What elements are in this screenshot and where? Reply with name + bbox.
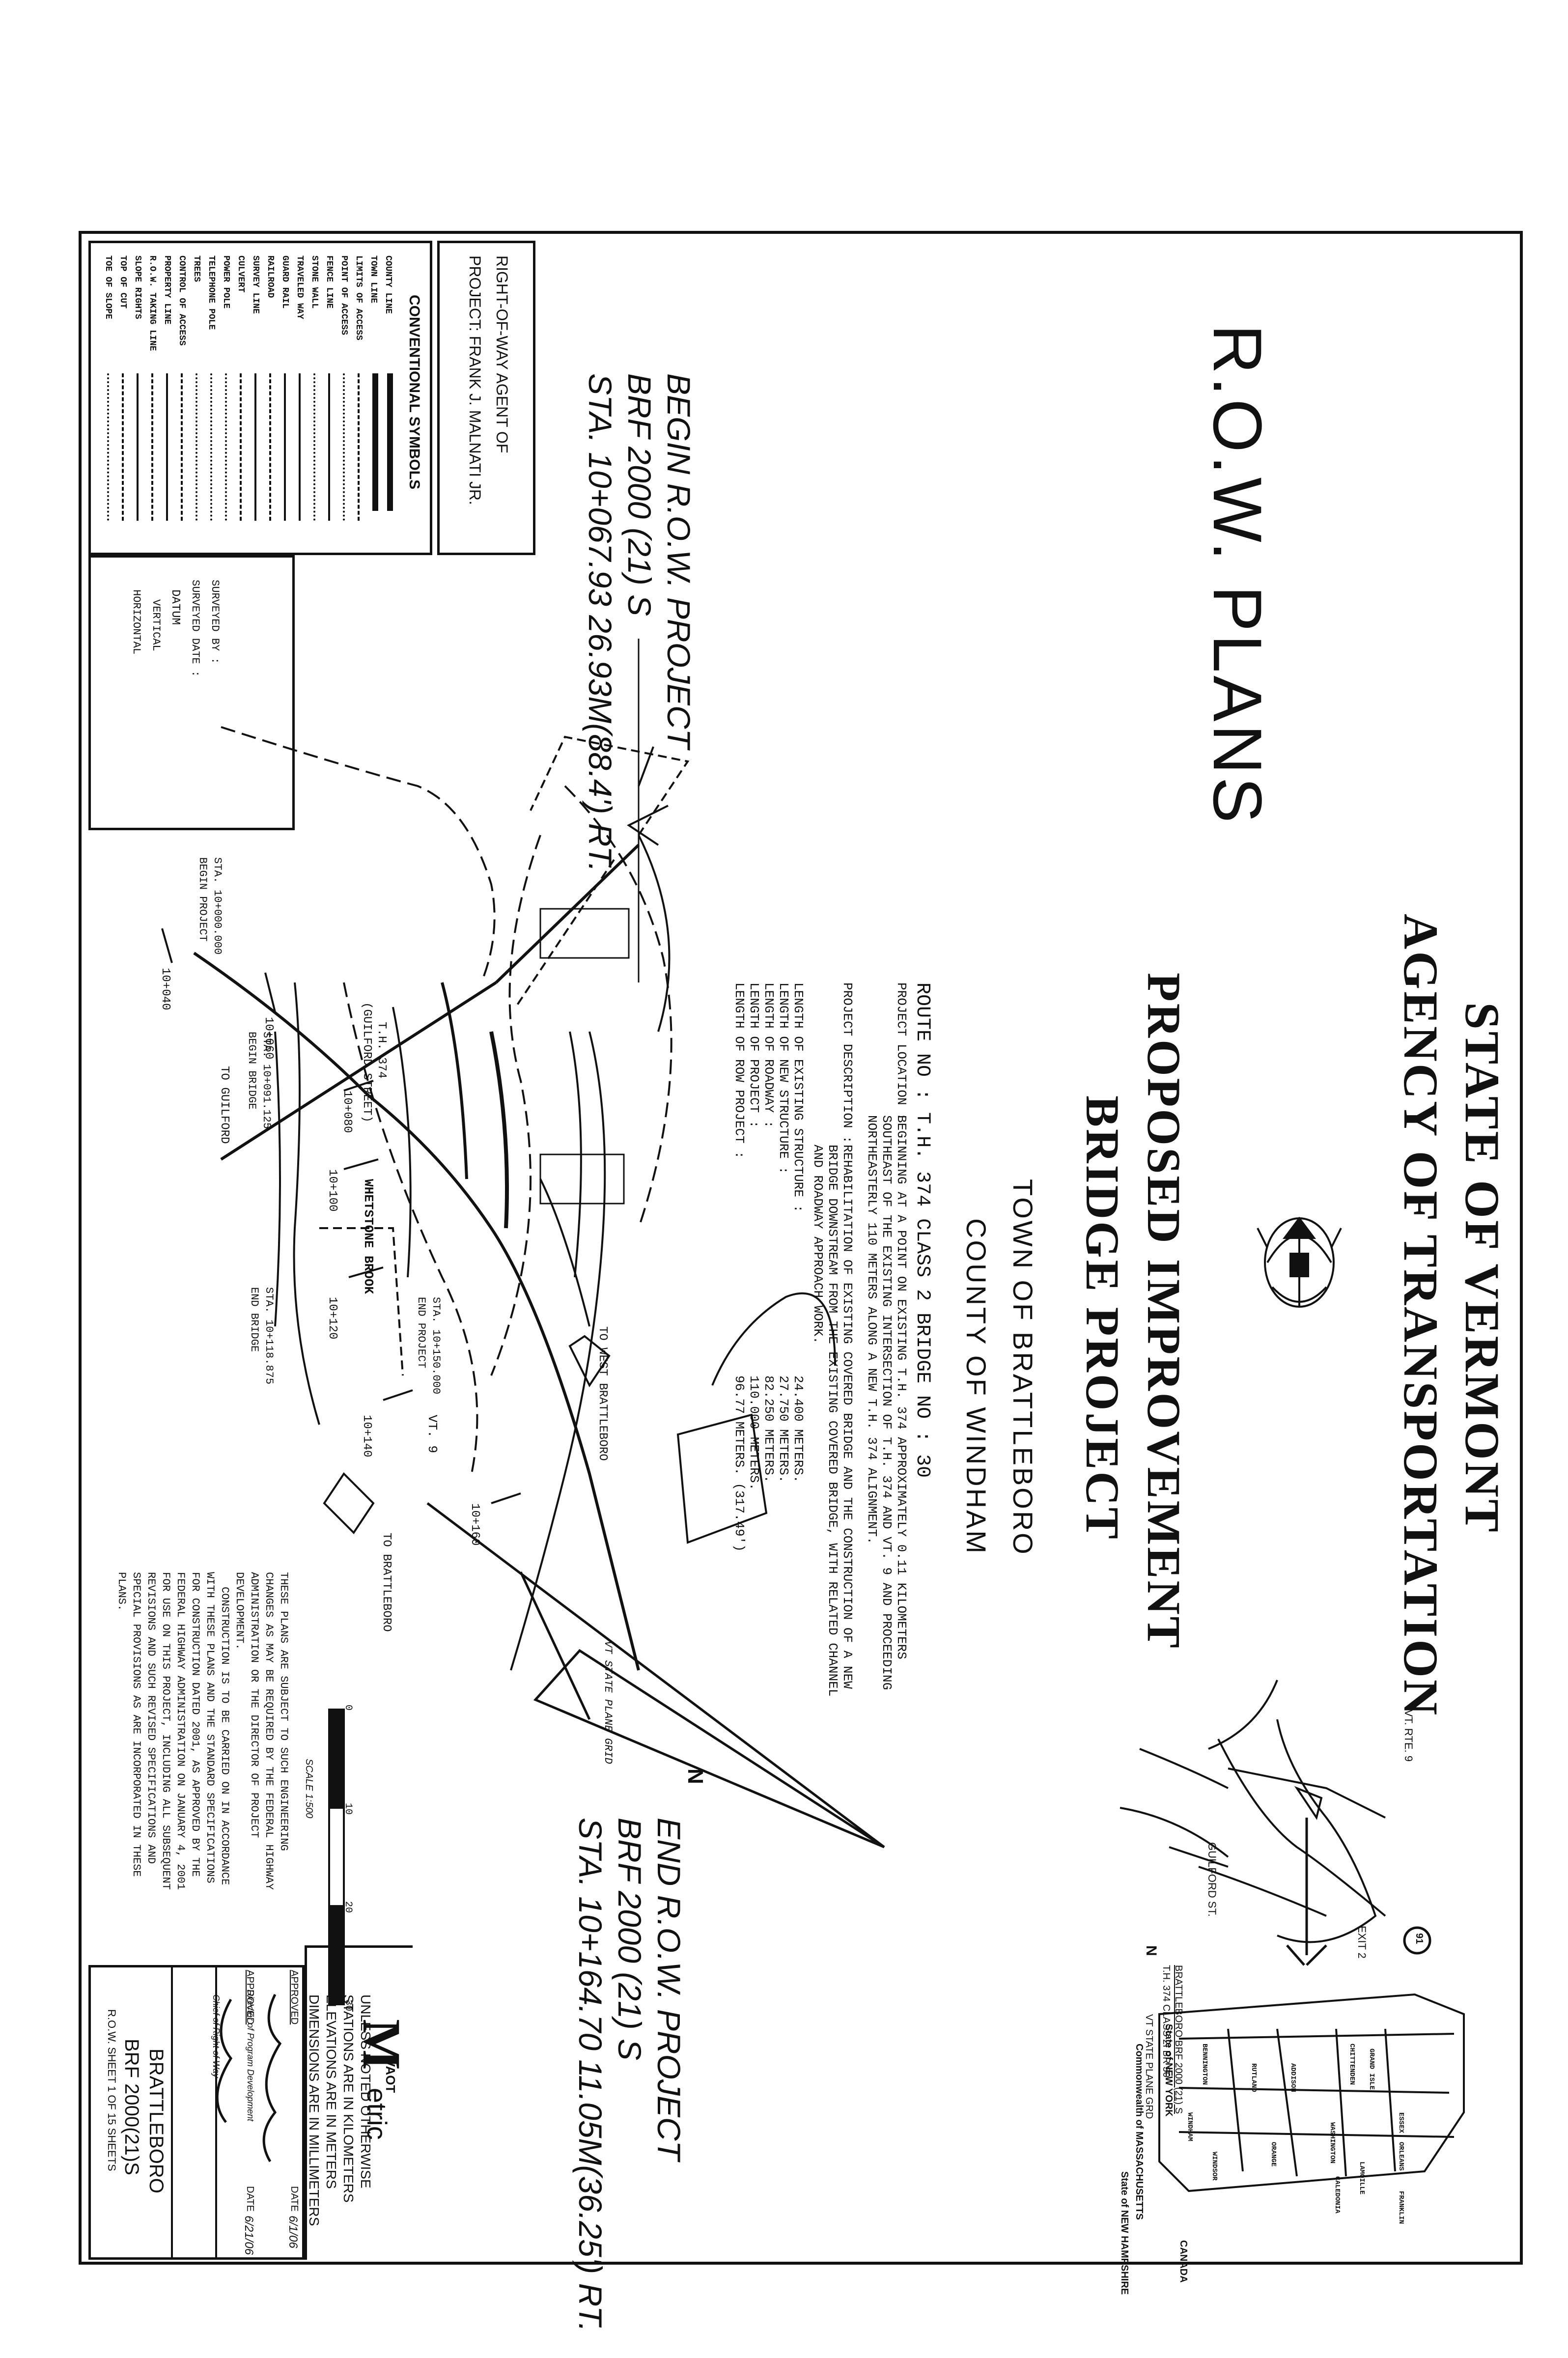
sheet-project: BRF 2000(21)S xyxy=(121,2039,142,2175)
legend-item-symbol xyxy=(166,373,172,521)
legend-item-symbol xyxy=(299,373,305,521)
legend-item-symbol xyxy=(254,373,260,521)
legend-item-symbol xyxy=(122,373,128,521)
legend-item-symbol xyxy=(137,373,142,521)
agent-box xyxy=(437,241,535,555)
legend-item-symbol xyxy=(313,373,319,521)
legend-box xyxy=(88,241,432,555)
legend-item-symbol xyxy=(343,373,349,521)
legend-item-symbol xyxy=(240,373,246,521)
legend-item-symbol xyxy=(151,373,157,521)
legend-item-symbol xyxy=(196,373,201,521)
sheet-of: R.O.W. SHEET 1 OF 15 SHEETS xyxy=(106,2009,118,2171)
legend-item-symbol xyxy=(328,373,334,521)
legend-item-symbol xyxy=(269,373,275,521)
approved-date-2: 6/21/06 xyxy=(242,2216,255,2255)
sheet-border xyxy=(79,231,1523,2265)
approved-title-2: Chief of Right of Way xyxy=(211,1994,221,2078)
legend-item-symbol xyxy=(372,373,378,511)
approval-box xyxy=(88,1965,305,2260)
signature-1 xyxy=(262,1993,282,2162)
date-label-1: DATE xyxy=(289,2186,300,2212)
vermont-seal xyxy=(1257,1216,1342,1308)
legend-item-symbol xyxy=(181,373,187,521)
survey-box xyxy=(88,555,295,830)
legend-item-symbol xyxy=(107,373,113,521)
metric-box xyxy=(305,1945,413,2260)
sheet-town: BRATTLEBORO xyxy=(145,2049,167,2193)
approved-label-1: APPROVED xyxy=(289,1970,300,2025)
legend-item-symbol xyxy=(358,373,364,521)
legend-item-symbol xyxy=(225,373,231,521)
legend-item-symbol xyxy=(210,373,216,521)
legend-item-symbol xyxy=(387,373,393,511)
legend-item-symbol xyxy=(284,373,290,521)
approved-date-1: 6/1/06 xyxy=(286,2216,300,2248)
date-label-2: DATE xyxy=(245,2186,255,2212)
approved-label-2: APPROVED xyxy=(245,1970,255,2025)
signature-2 xyxy=(216,1998,233,2123)
